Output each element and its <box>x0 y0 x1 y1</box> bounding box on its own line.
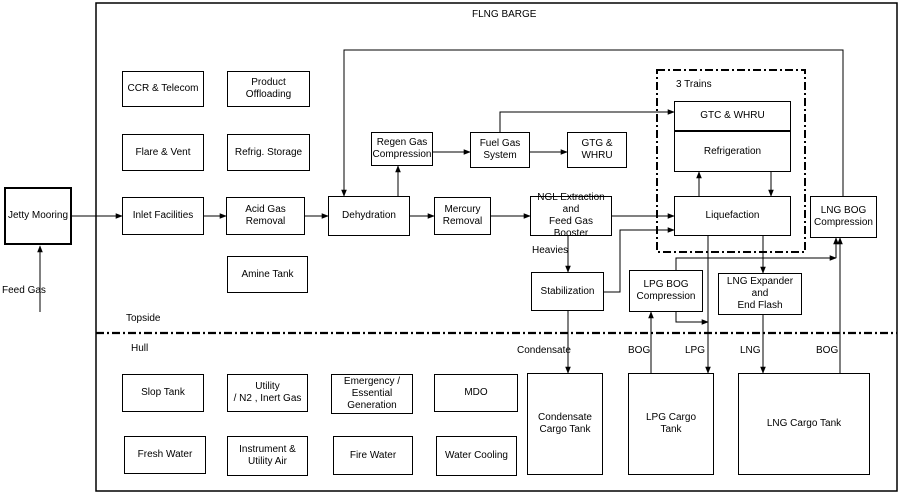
mdo-box: MDO <box>434 374 518 412</box>
product-offloading-box: Product Offloading <box>227 71 310 107</box>
ngl-extraction-box: NGL Extraction and Feed Gas Booster <box>530 192 612 239</box>
stabilization-box: Stabilization <box>531 272 604 311</box>
refrigeration-box: Refrigeration <box>674 131 791 172</box>
mercury-removal-box: Mercury Removal <box>434 197 491 235</box>
condensate-label: Condensate <box>517 345 571 356</box>
fuel-gas-system-box: Fuel Gas System <box>470 132 530 168</box>
regen-gas-compression-box: Regen Gas Compression <box>371 132 433 166</box>
slop-tank-box: Slop Tank <box>122 374 204 412</box>
inlet-facilities-box: Inlet Facilities <box>122 197 204 235</box>
dehydration-box: Dehydration <box>328 196 410 236</box>
amine-tank-box: Amine Tank <box>227 256 308 293</box>
lng-cargo-tank-box: LNG Cargo Tank <box>738 373 870 475</box>
bog-lpg-label: BOG <box>628 345 651 356</box>
fire-water-box: Fire Water <box>333 436 413 475</box>
hull-label: Hull <box>131 343 149 354</box>
emergency-generation-box: Emergency / Essential Generation <box>331 374 413 414</box>
flare-vent-box: Flare & Vent <box>122 134 204 171</box>
trains-label: 3 Trains <box>676 79 712 90</box>
bog-lng-label: BOG <box>816 345 839 356</box>
refrig-storage-box: Refrig. Storage <box>227 134 310 171</box>
condensate-cargo-tank-box: Condensate Cargo Tank <box>527 373 603 475</box>
jetty-mooring-box: Jetty Mooring <box>4 187 72 245</box>
lng-expander-box: LNG Expander and End Flash <box>718 273 802 315</box>
lpg-bog-compression-box: LPG BOG Compression <box>629 270 703 312</box>
instrument-utility-air-box: Instrument & Utility Air <box>227 436 308 476</box>
feed-gas-label: Feed Gas <box>2 285 46 296</box>
ccr-telecom-box: CCR & Telecom <box>122 71 204 107</box>
lng-bog-compression-box: LNG BOG Compression <box>810 196 877 238</box>
acid-gas-removal-box: Acid Gas Removal <box>226 197 305 235</box>
barge-boundary <box>95 2 898 492</box>
flow-lines <box>37 49 844 374</box>
water-cooling-box: Water Cooling <box>436 436 517 476</box>
utility-n2-box: Utility / N2 , Inert Gas <box>227 374 308 412</box>
lpg-cargo-tank-box: LPG Cargo Tank <box>628 373 714 475</box>
heavies-label: Heavies <box>532 245 569 256</box>
liquefaction-box: Liquefaction <box>674 196 791 236</box>
trains-boundary <box>656 69 806 253</box>
gtg-whru-box: GTG & WHRU <box>567 132 627 168</box>
lng-label: LNG <box>740 345 761 356</box>
fresh-water-box: Fresh Water <box>124 436 206 474</box>
lpg-label: LPG <box>685 345 706 356</box>
topside-label: Topside <box>126 313 161 324</box>
gtc-whru-box: GTC & WHRU <box>674 101 791 131</box>
barge-title: FLNG BARGE <box>472 9 537 20</box>
